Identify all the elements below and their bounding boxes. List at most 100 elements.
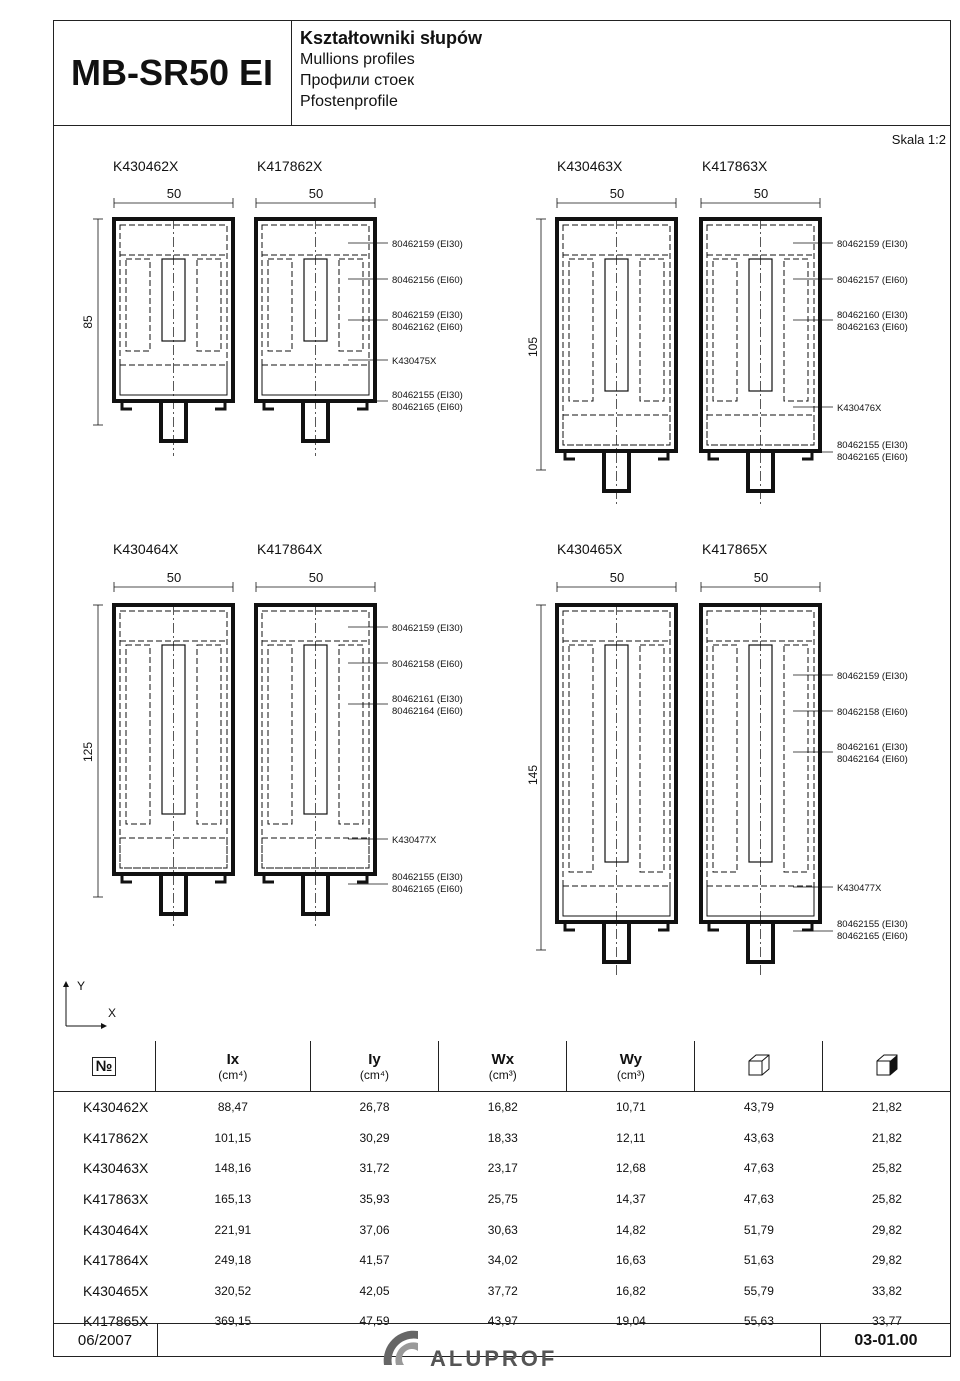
width-dimension: 50: [166, 186, 182, 201]
height-dim-145: 145: [526, 765, 540, 785]
table-cell: 42,05: [359, 1283, 390, 1298]
table-cell: 14,37: [615, 1192, 646, 1207]
page-number: 03-01.00: [820, 1324, 951, 1357]
annotation: 80462156 (EI60): [392, 275, 463, 286]
table-cell: 23,17: [487, 1161, 518, 1176]
table-cell: 29,82: [871, 1222, 902, 1237]
table-cell: 165,13: [214, 1192, 252, 1207]
table-cell: 18,33: [487, 1130, 518, 1145]
table-cell: 43,79: [743, 1100, 774, 1115]
table-cell: 34,02: [487, 1253, 518, 1268]
no-header: №: [53, 1041, 156, 1092]
table-cell: 19,04: [615, 1314, 646, 1329]
table-cell: 47,63: [743, 1161, 774, 1176]
axis-indicator: [63, 981, 107, 1029]
col-iy: Iy(cm⁴): [309, 1041, 439, 1092]
width-dimension: 50: [166, 570, 182, 585]
annotation: 80462164 (EI60): [837, 754, 908, 765]
table-cell: 47,63: [743, 1192, 774, 1207]
table-cell: 249,18: [214, 1253, 252, 1268]
filled-profile-icon: [822, 1041, 951, 1092]
height-label: 145: [526, 765, 540, 785]
table-cell: 29,82: [871, 1253, 902, 1268]
annotation: K430477X: [837, 883, 882, 894]
col-wy: Wy(cm³): [566, 1041, 695, 1092]
table-cell: 148,16: [214, 1161, 252, 1176]
annotation: 80462158 (EI60): [837, 707, 908, 718]
table-cell: 33,77: [871, 1314, 902, 1329]
annotation: 80462160 (EI30): [837, 310, 908, 321]
page-frame: [53, 20, 951, 1357]
annotation: 80462158 (EI60): [392, 659, 463, 670]
profile-label: K430462X: [113, 158, 179, 174]
table-cell: 37,06: [359, 1222, 390, 1237]
annotation: K430477X: [392, 835, 437, 846]
table-cell: 369,15: [214, 1314, 252, 1329]
annotation: 80462159 (EI30): [392, 239, 463, 250]
table-cell: 12,11: [616, 1130, 646, 1145]
width-dimension: 50: [308, 186, 324, 201]
table-cell: 88,47: [217, 1100, 248, 1115]
table-row: K417863X 165,13 35,93 25,75 14,37 47,63 25,82: [53, 1184, 951, 1215]
table-cell: 21,82: [871, 1130, 902, 1145]
product-code: MB-SR50 EI: [53, 20, 292, 126]
annotation: 80462155 (EI30): [837, 440, 908, 451]
table-cell: 25,82: [871, 1161, 902, 1176]
annotation: 80462157 (EI60): [837, 275, 908, 286]
brand-name: ALUPROF: [430, 1346, 558, 1371]
annotation: 80462159 (EI30): [837, 671, 908, 682]
footer: 06/2007 03-01.00: [53, 1323, 951, 1357]
annotation: 80462155 (EI30): [837, 919, 908, 930]
table-cell: 51,63: [743, 1253, 774, 1268]
width-dimension: 50: [308, 570, 324, 585]
table-cell: 10,71: [615, 1100, 646, 1115]
title-pl: Kształtowniki słupów: [300, 28, 483, 48]
profile-label: K417862X: [257, 158, 323, 174]
table-cell: 25,75: [487, 1192, 518, 1207]
height-dim-105: 105: [526, 337, 540, 357]
annotation: 80462163 (EI60): [837, 322, 908, 333]
profile-label: K430463X: [557, 158, 623, 174]
table-cell: 55,63: [743, 1314, 774, 1329]
width-dimension: 50: [753, 570, 769, 585]
table-cell: 55,79: [743, 1283, 774, 1298]
profile-label: K417863X: [702, 158, 768, 174]
title-ru: Профили стоек: [300, 72, 415, 89]
aluprof-logo-icon: [383, 1330, 418, 1365]
table-cell: 35,93: [359, 1192, 390, 1207]
table-cell: 26,78: [359, 1100, 390, 1115]
annotation: 80462161 (EI30): [837, 742, 908, 753]
table-cell: 25,82: [871, 1192, 902, 1207]
width-dimension: 50: [753, 186, 769, 201]
annotation: 80462155 (EI30): [392, 872, 463, 883]
table-cell: 30,29: [359, 1130, 390, 1145]
width-dimension: 50: [609, 570, 625, 585]
annotation: 80462162 (EI60): [392, 322, 463, 333]
title-block: Kształtowniki słupów Mullions profiles П…: [300, 28, 482, 112]
annotation: 80462159 (EI30): [392, 310, 463, 321]
height-dim-125: 125: [81, 742, 95, 762]
annotation: 80462161 (EI30): [392, 694, 463, 705]
row-profile-code: K417863X: [83, 1191, 149, 1208]
col-wx: Wx(cm³): [438, 1041, 567, 1092]
height-label: 85: [81, 315, 95, 329]
row-profile-code: K430462X: [83, 1099, 149, 1116]
profile-label: K417864X: [257, 541, 323, 557]
table-cell: 320,52: [214, 1283, 252, 1298]
annotation: K430476X: [837, 403, 882, 414]
row-profile-code: K430463X: [83, 1160, 149, 1177]
open-profile-icon: [694, 1041, 823, 1092]
annotation: 80462165 (EI60): [392, 402, 463, 413]
table-cell: 21,82: [871, 1100, 902, 1115]
row-profile-code: K430465X: [83, 1282, 149, 1299]
table-cell: 14,82: [615, 1222, 646, 1237]
table-cell: 47,59: [359, 1314, 390, 1329]
